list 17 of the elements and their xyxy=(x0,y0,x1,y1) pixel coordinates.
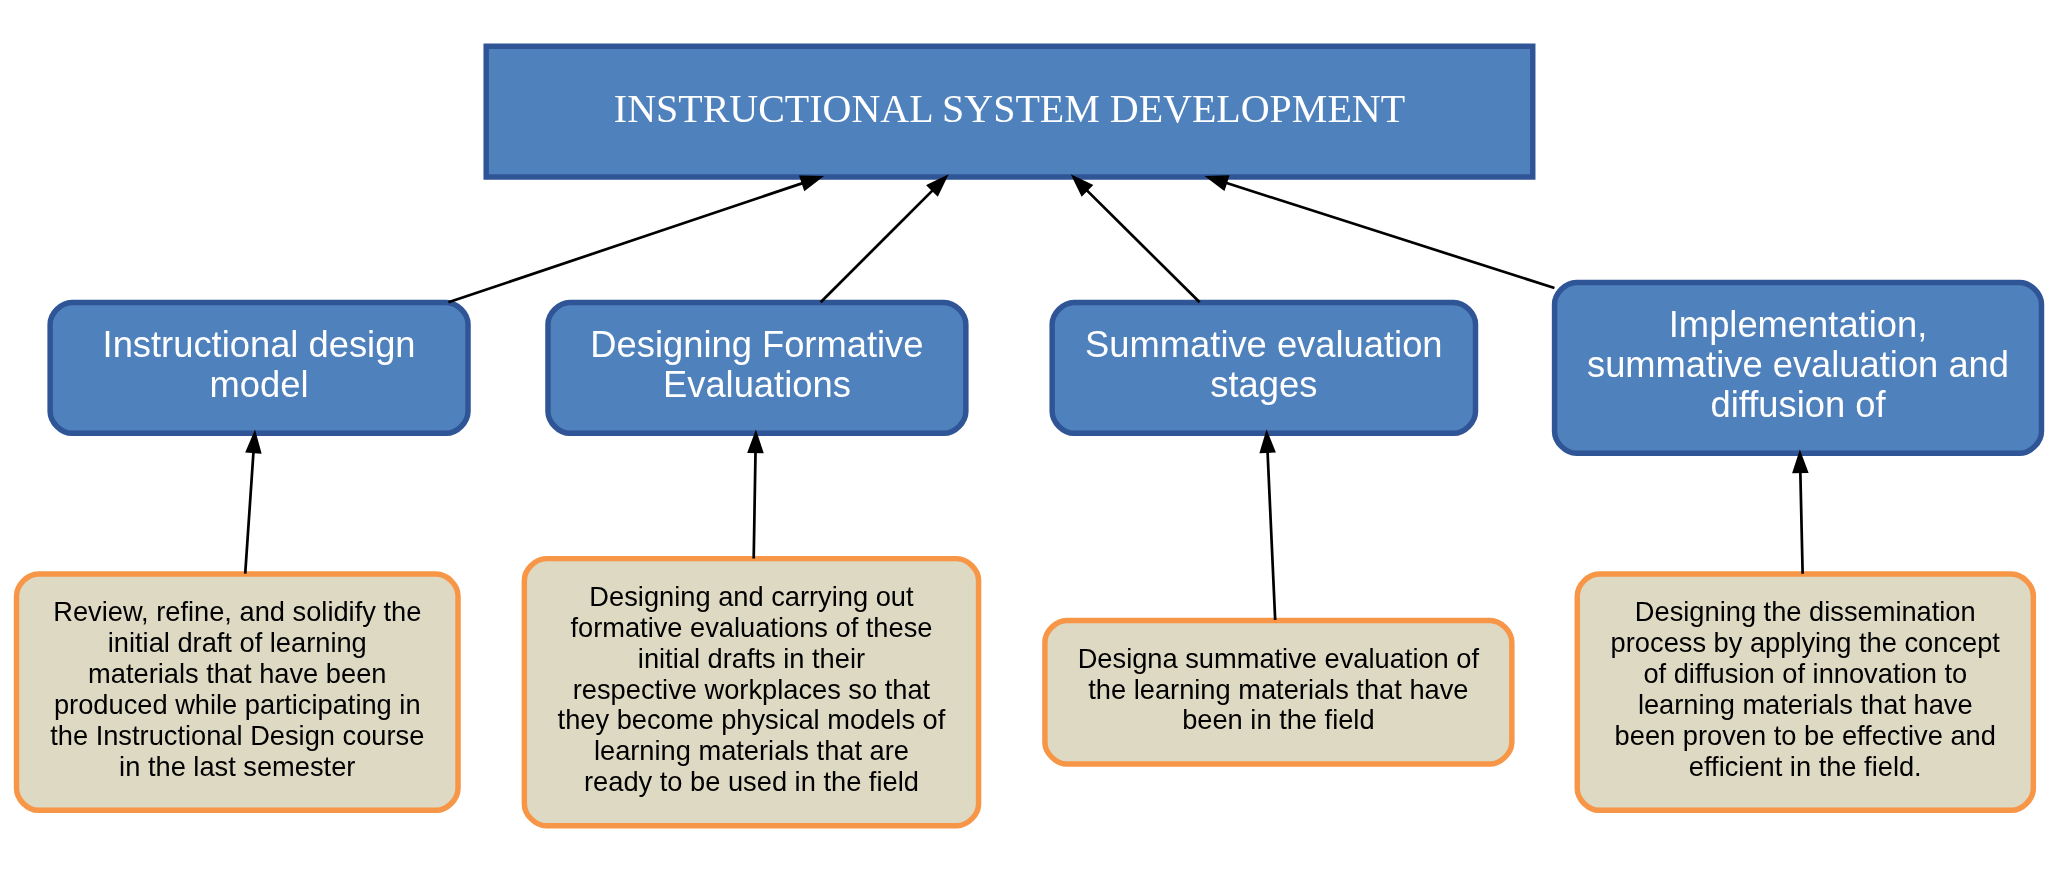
node-box: Review, refine, and solidify the initial draft of learning materials that have been produced while participating in the Instructional Design course in the last semester xyxy=(13,571,461,813)
node-box: Designa summative evaluation of the learning materials that have been in the field xyxy=(1042,617,1515,767)
arrow xyxy=(243,429,262,574)
arrow xyxy=(1070,174,1201,304)
arrow xyxy=(747,429,764,559)
node-box: INSTRUCTIONAL SYSTEM DEVELOPMENT xyxy=(483,43,1536,180)
node-box: Designing and carrying out formative evaluations of these initial drafts in their respective workplaces so that they become physical models of learning materials that are ready to be used in the field xyxy=(521,555,982,829)
arrow xyxy=(448,175,825,304)
node-box: Designing Formative Evaluations xyxy=(545,299,969,436)
arrow xyxy=(1204,175,1555,290)
arrow xyxy=(819,174,949,304)
node-box: Instructional design model xyxy=(47,299,471,436)
node-box: Summative evaluation stages xyxy=(1049,299,1479,436)
node-box: Designing the dissemination process by applying the concept of diffusion of innovation to learning materials that have been proven to be effective and efficient in the field. xyxy=(1574,571,2037,813)
node-box: Implementation, summative evaluation and diffusion of xyxy=(1551,279,2045,456)
arrow xyxy=(1792,449,1809,574)
arrow xyxy=(1259,429,1277,621)
